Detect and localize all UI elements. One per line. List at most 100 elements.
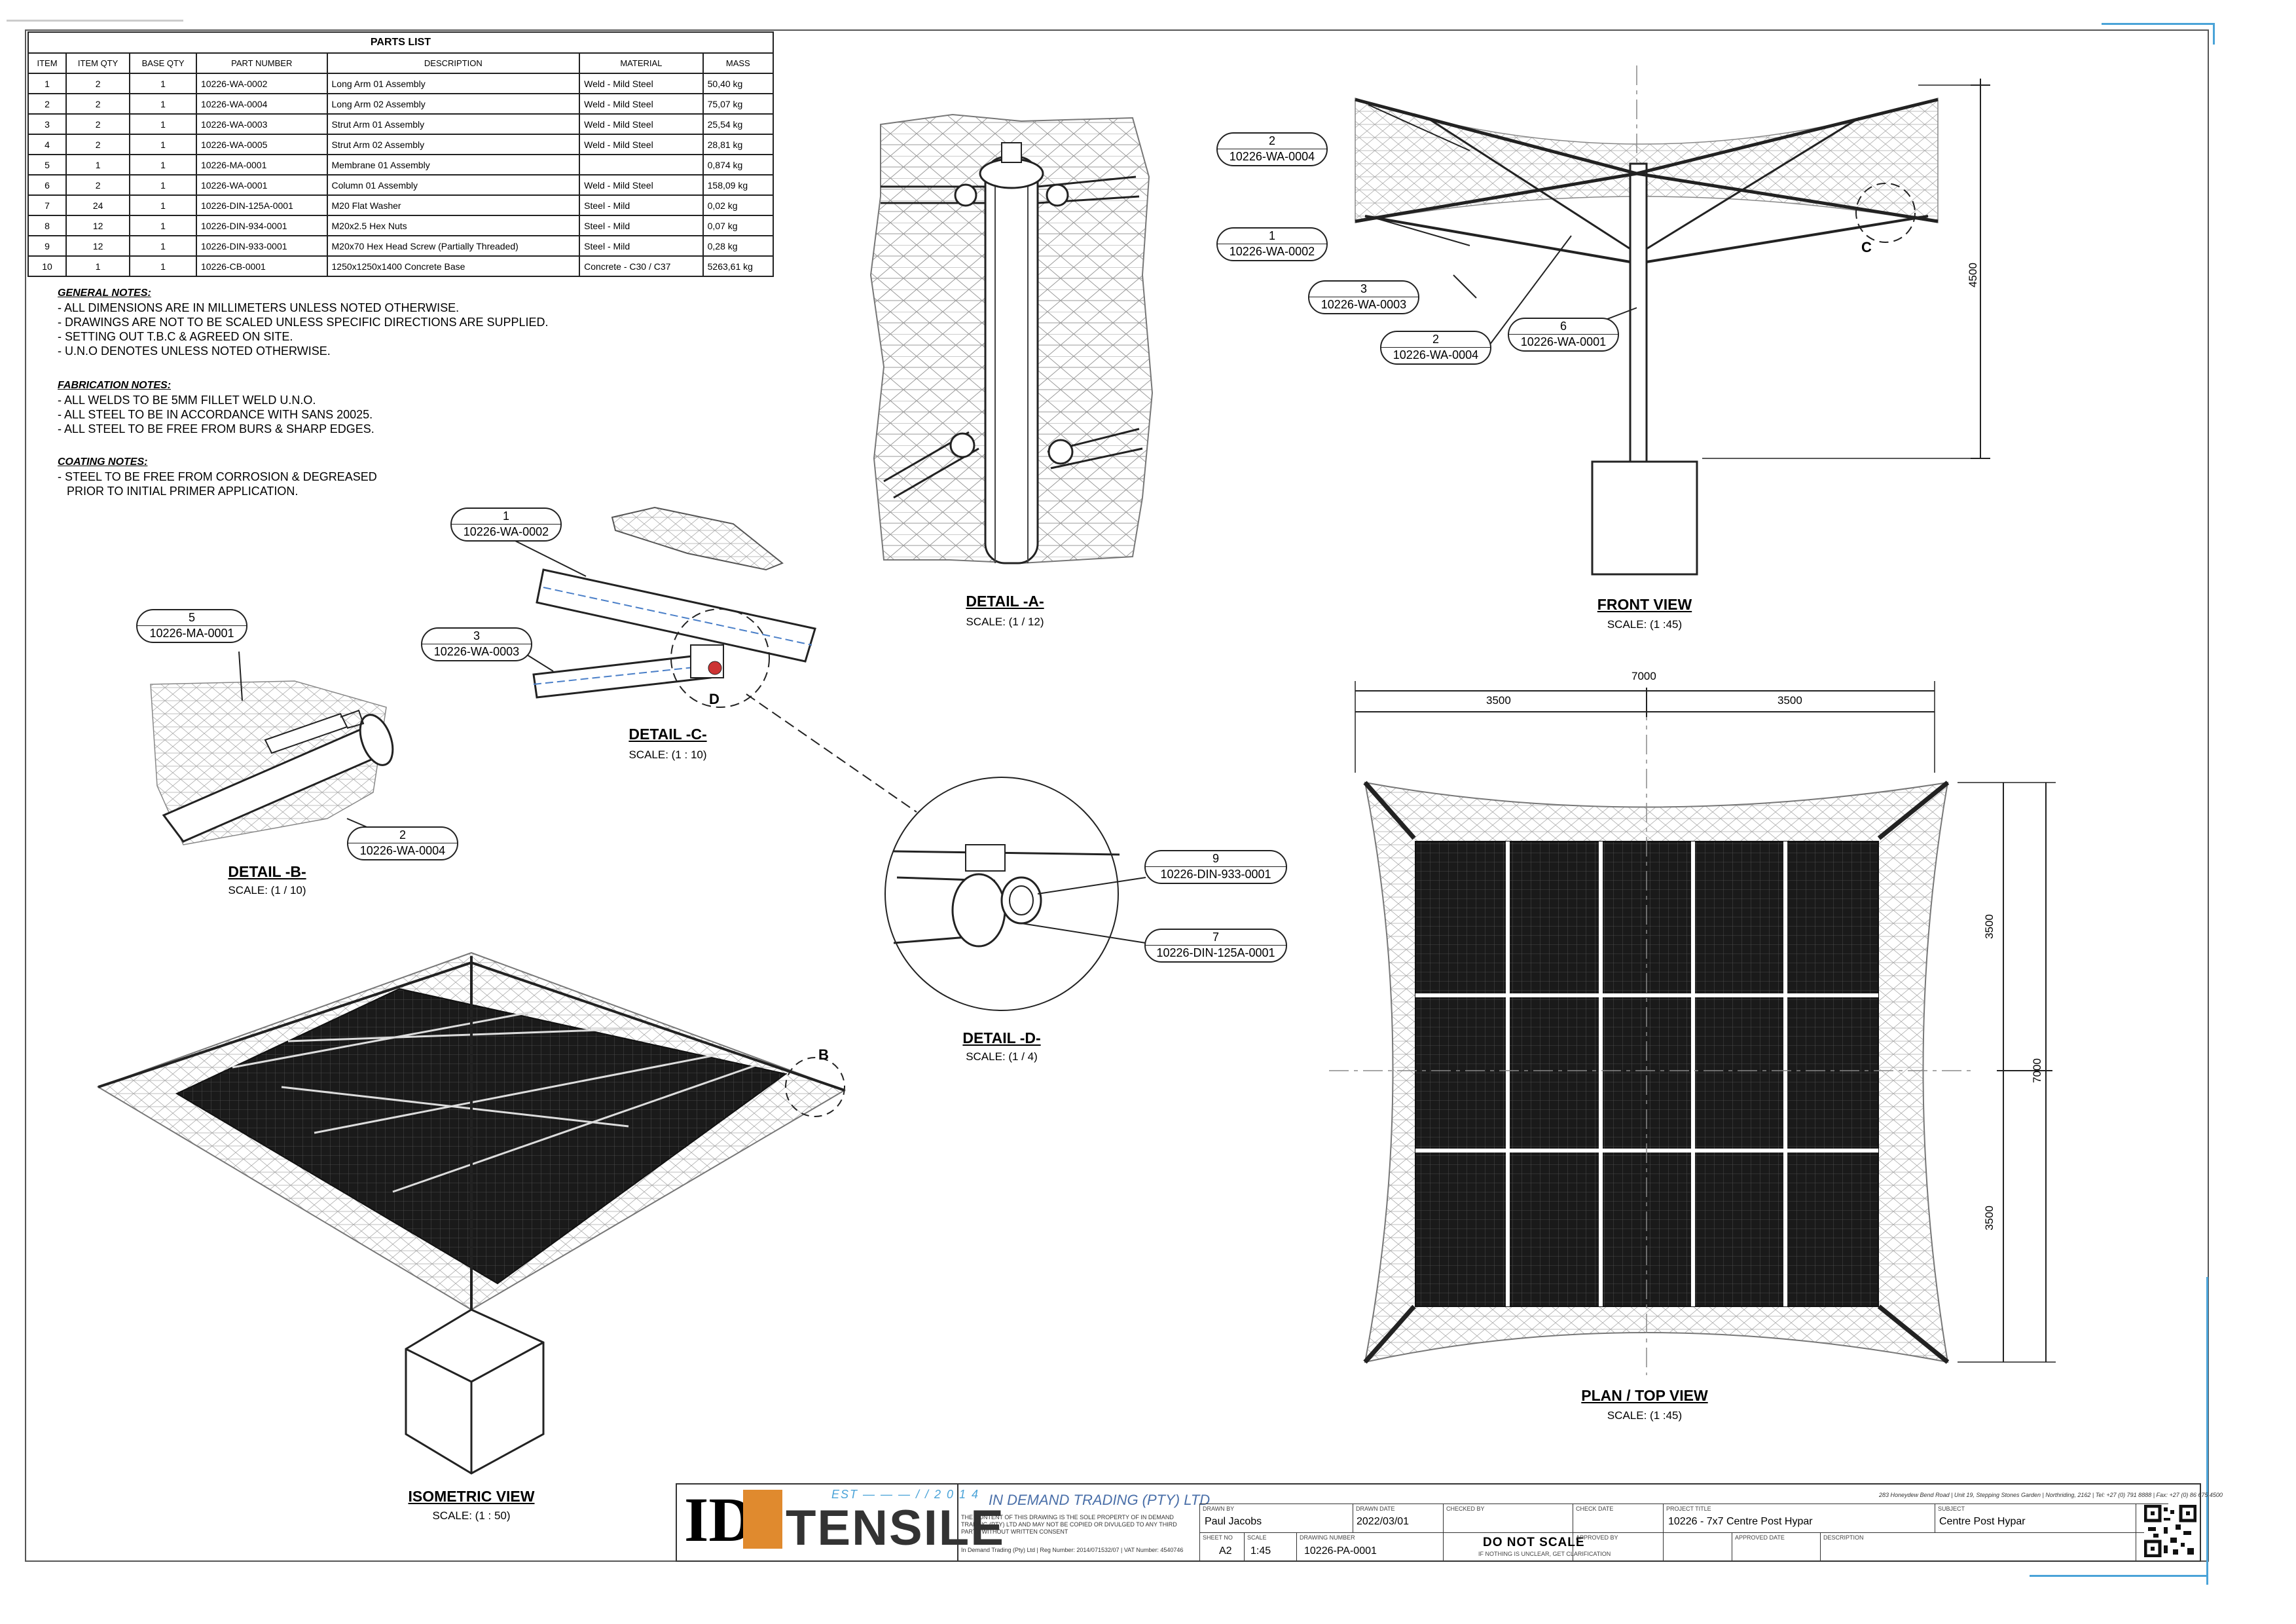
company-logo: ID bbox=[684, 1485, 754, 1555]
parts-list-cell: 2 bbox=[65, 134, 131, 155]
plan-total-width-dimension: 7000 bbox=[1631, 670, 1656, 682]
front-view-scale: SCALE: (1 :45) bbox=[1607, 618, 1683, 631]
description-label: DESCRIPTION bbox=[1823, 1534, 1864, 1541]
drawn-date-value: 2022/03/01 bbox=[1357, 1516, 1410, 1527]
parts-list-cell: M20x2.5 Hex Nuts bbox=[326, 215, 581, 236]
company-address: 283 Honeydew Bend Road | Unit 19, Steppi… bbox=[1879, 1492, 2223, 1498]
parts-list-cell: 10226-WA-0001 bbox=[195, 174, 328, 196]
detail-b-title: DETAIL -B- bbox=[228, 863, 306, 880]
front-height-dimension: 4500 bbox=[1966, 263, 1979, 287]
parts-list-cell: Membrane 01 Assembly bbox=[326, 154, 581, 175]
parts-list-cell: 5263,61 kg bbox=[702, 255, 774, 277]
logo-panel bbox=[676, 1483, 958, 1562]
parts-list-cell: Weld - Mild Steel bbox=[579, 174, 704, 196]
parts-list-cell: Long Arm 01 Assembly bbox=[326, 73, 581, 94]
note-line: - ALL DIMENSIONS ARE IN MILLIMETERS UNLE… bbox=[58, 301, 460, 314]
parts-list-cell: 1 bbox=[129, 174, 197, 196]
parts-list-cell: 10226-WA-0004 bbox=[195, 93, 328, 115]
project-title-value: 10226 - 7x7 Centre Post Hypar bbox=[1668, 1516, 1813, 1527]
note-line: - STEEL TO BE FREE FROM CORROSION & DEGR… bbox=[58, 470, 377, 483]
parts-list-cell: 4 bbox=[27, 134, 67, 155]
parts-list-cell: Steel - Mild bbox=[579, 235, 704, 257]
parts-list-cell: 8 bbox=[27, 215, 67, 236]
plan-view-scale: SCALE: (1 :45) bbox=[1607, 1409, 1683, 1422]
corner-mark bbox=[2102, 23, 2215, 45]
parts-list-column-header: ITEM bbox=[27, 52, 67, 74]
approved-date-label: APPROVED DATE bbox=[1735, 1534, 1785, 1541]
parts-list-cell: 75,07 kg bbox=[702, 93, 774, 115]
fabrication-notes-heading: FABRICATION NOTES: bbox=[58, 380, 172, 391]
parts-list-cell: 1 bbox=[27, 73, 67, 94]
parts-list-cell: 0,28 kg bbox=[702, 235, 774, 257]
title-block-rule bbox=[1443, 1504, 1444, 1562]
parts-list-cell: 9 bbox=[27, 235, 67, 257]
drawing-number-value: 10226-PA-0001 bbox=[1304, 1545, 1377, 1557]
note-line: - SETTING OUT T.B.C & AGREED ON SITE. bbox=[58, 330, 293, 343]
note-line: - ALL WELDS TO BE 5MM FILLET WELD U.N.O. bbox=[58, 394, 316, 407]
parts-list-cell: 1 bbox=[65, 255, 131, 277]
parts-list-cell: 1 bbox=[65, 154, 131, 175]
parts-list-cell: 10226-WA-0005 bbox=[195, 134, 328, 155]
parts-list-cell: 10 bbox=[27, 255, 67, 277]
plan-bottom-height-dimension: 3500 bbox=[1982, 1206, 1995, 1230]
title-block bbox=[676, 1483, 2201, 1562]
checked-by-label: CHECKED BY bbox=[1446, 1505, 1485, 1512]
do-not-scale-notice: DO NOT SCALE bbox=[1483, 1536, 1585, 1549]
parts-list-cell: 0,874 kg bbox=[702, 154, 774, 175]
disclaimer-text: THE CONTENT OF THIS DRAWING IS THE SOLE … bbox=[961, 1514, 1177, 1535]
detail-marker-c: C bbox=[1861, 239, 1872, 255]
parts-list-cell: 10226-DIN-933-0001 bbox=[195, 235, 328, 257]
check-date-label: CHECK DATE bbox=[1576, 1505, 1614, 1512]
plan-total-height-dimension: 7000 bbox=[2030, 1058, 2043, 1083]
parts-list-cell: 10226-DIN-934-0001 bbox=[195, 215, 328, 236]
parts-list-cell: Strut Arm 01 Assembly bbox=[326, 113, 581, 135]
plan-left-dimension: 3500 bbox=[1486, 694, 1511, 707]
detail-b-scale: SCALE: (1 / 10) bbox=[228, 884, 306, 896]
parts-list-cell: Long Arm 02 Assembly bbox=[326, 93, 581, 115]
parts-list-cell: 10226-CB-0001 bbox=[195, 255, 328, 277]
approved-by-label: APPROVED BY bbox=[1576, 1534, 1618, 1541]
sheet-label: SHEET NO bbox=[1203, 1534, 1233, 1541]
title-block-rule bbox=[1244, 1532, 1245, 1562]
parts-list-cell: Steel - Mild bbox=[579, 194, 704, 216]
detail-b-drawing bbox=[150, 651, 394, 845]
parts-list-cell: 1 bbox=[129, 134, 197, 155]
parts-list-cell: 50,40 kg bbox=[702, 73, 774, 94]
title-block-rule bbox=[1296, 1532, 1297, 1562]
parts-list-cell: 1 bbox=[129, 73, 197, 94]
parts-list-cell: 2 bbox=[65, 174, 131, 196]
parts-list-cell: 1 bbox=[129, 113, 197, 135]
parts-list-cell: Weld - Mild Steel bbox=[579, 93, 704, 115]
parts-list-cell: M20x70 Hex Head Screw (Partially Threade… bbox=[326, 235, 581, 257]
note-line: - ALL STEEL TO BE IN ACCORDANCE WITH SAN… bbox=[58, 408, 373, 421]
parts-list-cell: 158,09 kg bbox=[702, 174, 774, 196]
front-view-drawing bbox=[1355, 65, 1990, 576]
isometric-view-drawing bbox=[96, 951, 847, 1475]
parts-list-cell: 2 bbox=[27, 93, 67, 115]
isometric-view-title: ISOMETRIC VIEW bbox=[408, 1488, 535, 1505]
plan-view-title: PLAN / TOP VIEW bbox=[1581, 1387, 1708, 1404]
parts-list-cell: 24 bbox=[65, 194, 131, 216]
note-line: PRIOR TO INITIAL PRIMER APPLICATION. bbox=[67, 485, 299, 498]
detail-d-drawing bbox=[884, 777, 1146, 1011]
corner-mark bbox=[7, 20, 183, 22]
parts-list-cell: 1 bbox=[129, 93, 197, 115]
sheet-value: A2 bbox=[1219, 1545, 1232, 1557]
parts-list-cell: 1 bbox=[129, 235, 197, 257]
